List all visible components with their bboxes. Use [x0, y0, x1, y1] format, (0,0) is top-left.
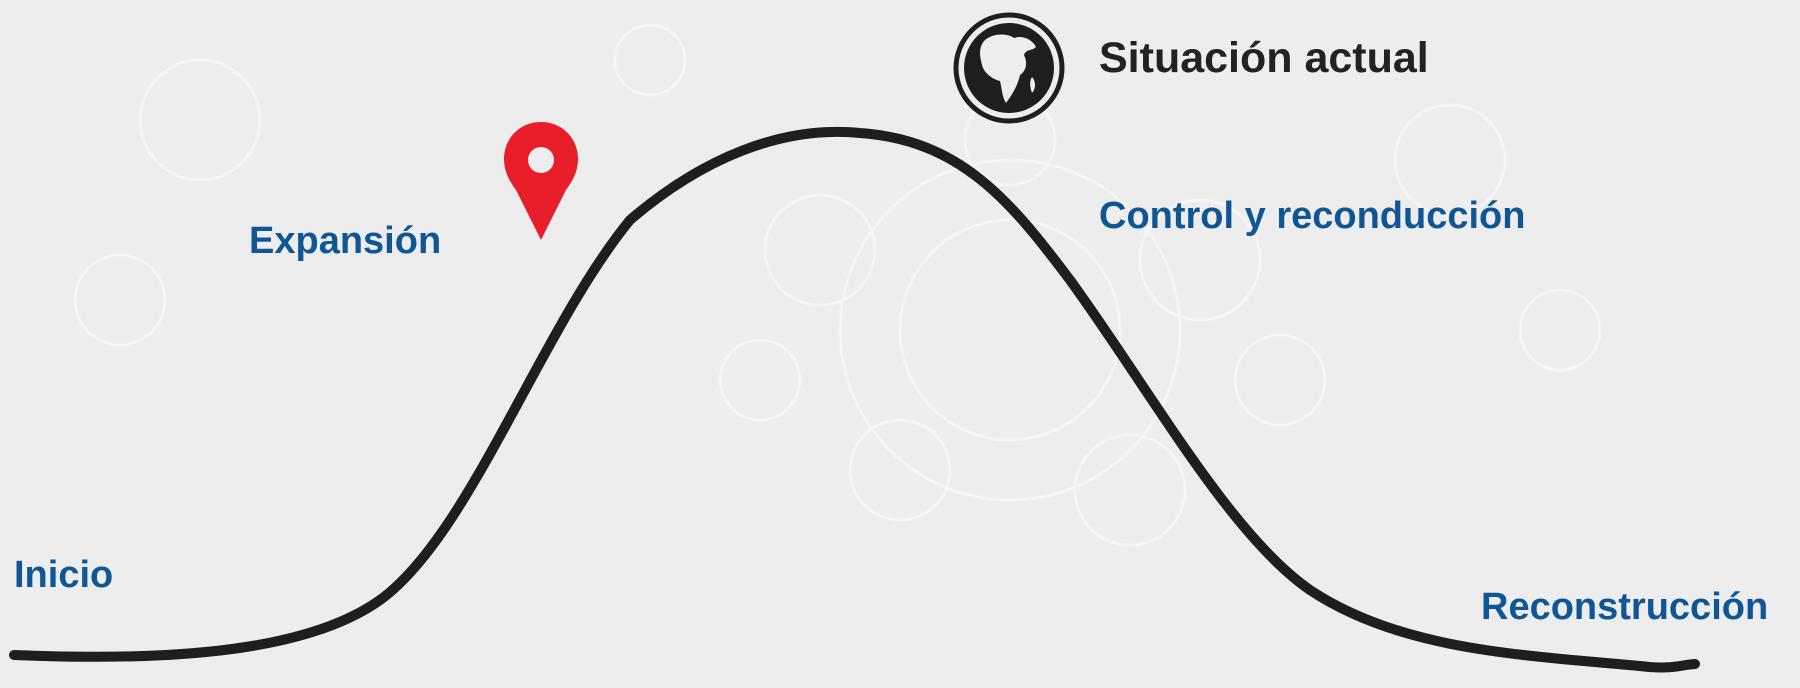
- stage-control-label: Control y reconducción: [1099, 195, 1526, 237]
- stage-inicio-label: Inicio: [14, 554, 114, 596]
- curve-line: [9, 126, 1700, 673]
- stage-expansion-label: Expansión: [249, 220, 442, 262]
- stage-reconstruccion-label: Reconstrucción: [1481, 586, 1769, 628]
- current-situation-label: Situación actual: [1099, 34, 1429, 82]
- globe-africa-icon: [953, 12, 1065, 124]
- map-pin-icon: [504, 122, 578, 240]
